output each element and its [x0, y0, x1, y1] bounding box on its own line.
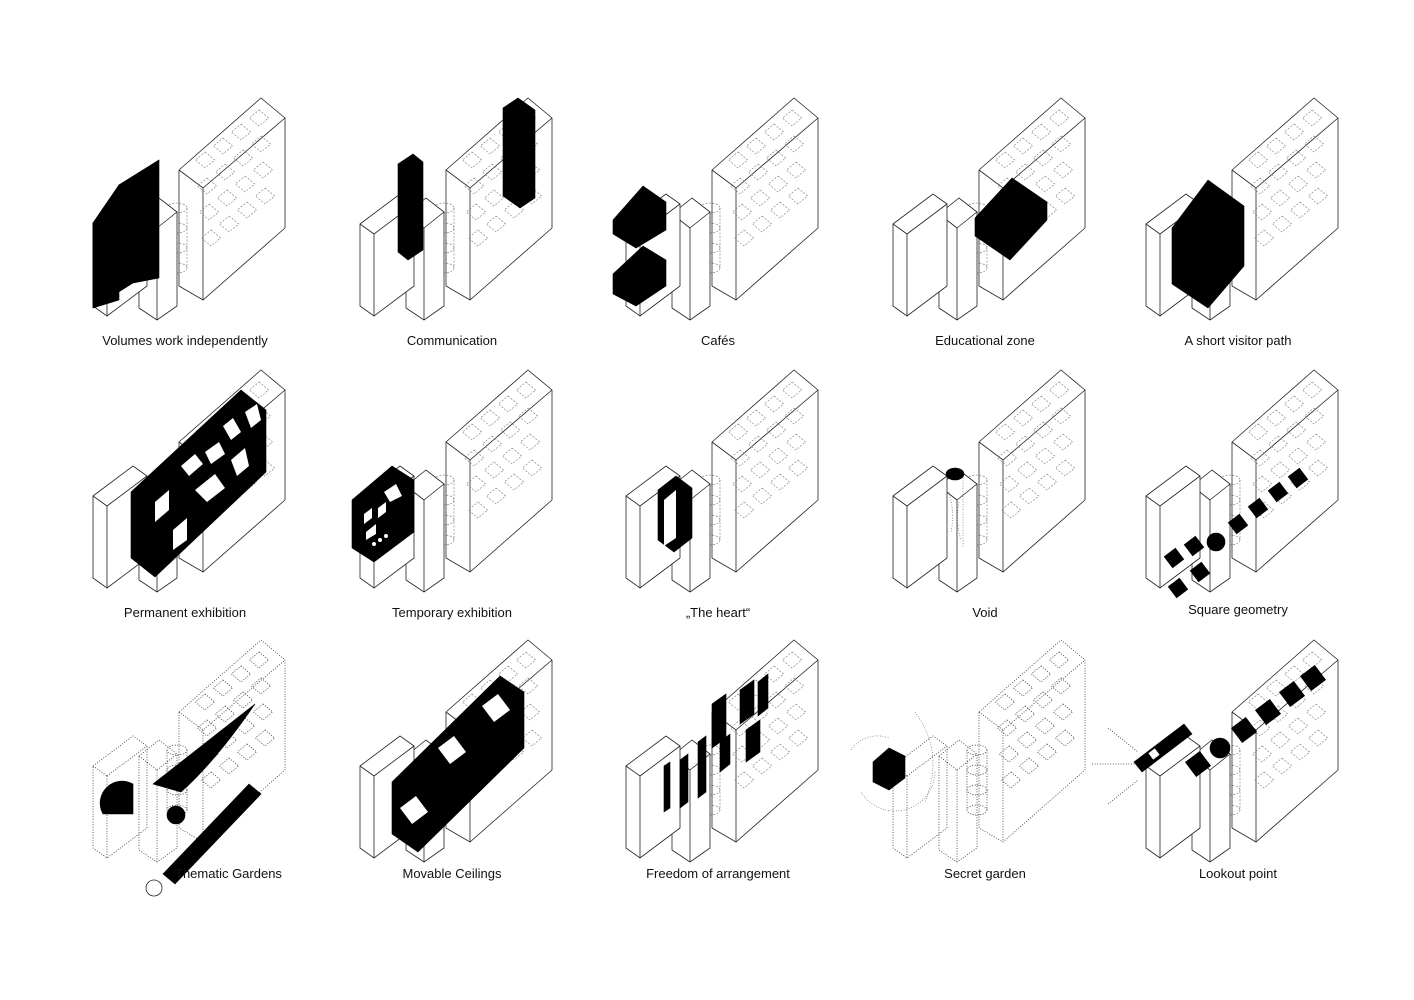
caption-volumes-independent: Volumes work independently [102, 333, 268, 348]
square-geometry-drawing [1145, 369, 1339, 599]
diagram-visitor-path: A short visitor path [1108, 90, 1368, 360]
secret-garden-drawing [850, 639, 1086, 863]
communication-drawing [359, 97, 553, 321]
educational-zone-drawing [892, 97, 1086, 321]
caption-visitor-path: A short visitor path [1184, 333, 1292, 348]
caption-movable-ceilings: Movable Ceilings [402, 866, 502, 881]
caption-void: Void [972, 605, 998, 620]
caption-temporary-exhibition: Temporary exhibition [392, 605, 512, 620]
diagram-movable-ceilings: Movable Ceilings [322, 632, 582, 902]
diagram-communication: Communication [322, 90, 582, 360]
diagram-temporary-exhibition: Temporary exhibition [322, 362, 582, 632]
diagram-permanent-exhibition: Permanent exhibition [55, 362, 315, 632]
thematic-gardens-drawing [92, 639, 286, 897]
the-heart-drawing [625, 369, 819, 593]
diagram-lookout-point: Lookout point [1092, 632, 1368, 902]
caption-square-geometry: Square geometry [1188, 602, 1288, 617]
caption-the-heart: „The heart“ [685, 605, 751, 620]
caption-educational-zone: Educational zone [935, 333, 1035, 348]
temporary-exhibition-drawing [351, 369, 553, 593]
caption-thematic-gardens: Thematic Gardens [175, 866, 282, 881]
void-drawing [892, 369, 1086, 593]
lookout-point-drawing [1092, 639, 1339, 863]
caption-permanent-exhibition: Permanent exhibition [123, 605, 247, 620]
diagram-square-geometry: Square geometry [1108, 362, 1368, 632]
caption-freedom-of-arrangement: Freedom of arrangement [646, 866, 790, 881]
diagram-secret-garden: Secret garden [850, 632, 1115, 902]
diagram-thematic-gardens: Thematic Gardens [55, 632, 315, 902]
diagram-volumes-independent: Volumes work independently [55, 90, 315, 360]
volumes-independent-drawing [92, 97, 286, 321]
freedom-of-arrangement-drawing [625, 639, 819, 863]
caption-communication: Communication [406, 333, 498, 348]
diagram-educational-zone: Educational zone [855, 90, 1115, 360]
visitor-path-drawing [1145, 97, 1339, 321]
diagram-void: Void [855, 362, 1115, 632]
permanent-exhibition-drawing [92, 369, 286, 593]
caption-secret-garden: Secret garden [944, 866, 1026, 881]
diagram-cafes: Cafés [588, 90, 848, 360]
cafes-drawing [612, 97, 819, 321]
movable-ceilings-drawing [359, 639, 553, 863]
caption-lookout-point: Lookout point [1198, 866, 1278, 881]
diagram-freedom-of-arrangement: Freedom of arrangement [588, 632, 848, 902]
caption-cafes: Cafés [701, 333, 735, 348]
diagram-the-heart: „The heart“ [588, 362, 848, 632]
